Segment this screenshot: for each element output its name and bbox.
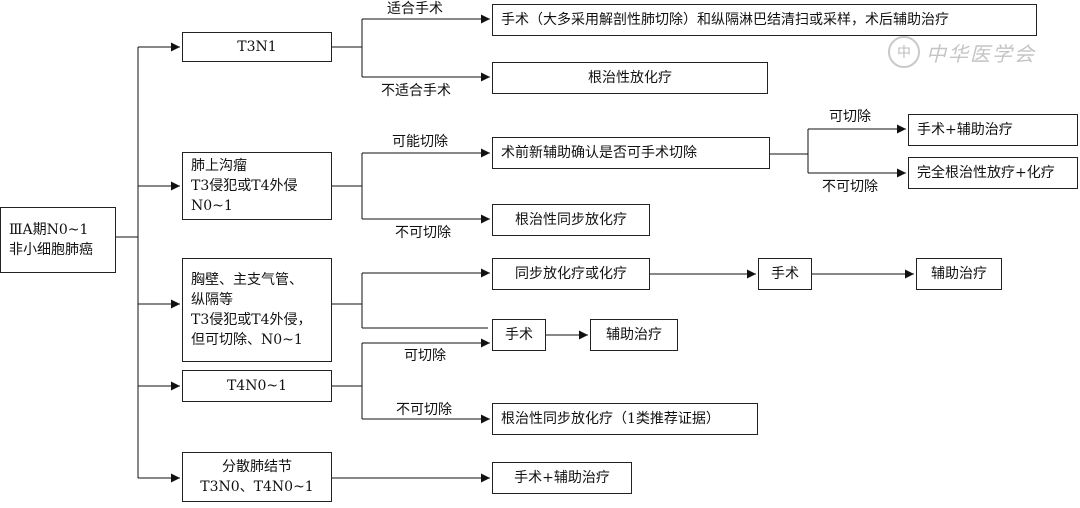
adjuvant-b-box: 辅助治疗	[590, 319, 678, 351]
chest-wall-line-4: 但可切除、N0~1	[191, 332, 303, 348]
t3n1-surgery-box: 手术（大多采用解剖性肺切除）和纵隔淋巴结清扫或采样，术后辅助治疗	[492, 4, 1037, 36]
surgery-adjuvant-1-box: 手术+辅助治疗	[908, 114, 1078, 146]
adjuvant-a-box: 辅助治疗	[916, 258, 1002, 290]
label-not-suitable: 不适合手术	[381, 83, 451, 99]
label-not-resectable-2: 不可切除	[822, 179, 878, 195]
scattered-box: 分散肺结节 T3N0、T4N0~1	[182, 452, 332, 502]
label-resectable-2: 可切除	[404, 348, 446, 364]
surgery-b-box: 手术	[492, 319, 546, 351]
root-line-2: 非小细胞肺癌	[9, 242, 93, 258]
concurrent-box: 同步放化疗或化疗	[492, 258, 650, 290]
label-not-resectable-3: 不可切除	[396, 402, 452, 418]
seal-icon: 中	[888, 36, 920, 68]
pancoast-line-2: T3侵犯或T4外侵	[191, 178, 298, 194]
chest-wall-line-2: 纵隔等	[191, 292, 233, 308]
pancoast-line-3: N0~1	[191, 198, 233, 214]
chest-wall-box: 胸壁、主支气管、 纵隔等 T3侵犯或T4外侵， 但可切除、N0~1	[182, 258, 332, 362]
label-possible-resect: 可能切除	[392, 134, 448, 150]
pancoast-chemorad-box: 根治性同步放化疗	[492, 204, 650, 236]
pancoast-box: 肺上沟瘤 T3侵犯或T4外侵 N0~1	[182, 152, 332, 220]
t3n1-box: T3N1	[182, 32, 332, 62]
root-line-1: ⅢA期N0~1	[9, 222, 89, 238]
t4n0-box: T4N0~1	[182, 370, 332, 402]
chest-wall-line-1: 胸壁、主支气管、	[191, 272, 303, 288]
scattered-line-2: T3N0、T4N0~1	[200, 479, 314, 495]
label-not-resectable-1: 不可切除	[395, 225, 451, 241]
t4n0-chemorad-box: 根治性同步放化疗（1类推荐证据）	[492, 403, 758, 435]
watermark-text: 中华医学会	[926, 41, 1036, 66]
scattered-line-1: 分散肺结节	[222, 459, 292, 475]
scattered-surgery-box: 手术+辅助治疗	[492, 462, 632, 494]
root-box: ⅢA期N0~1 非小细胞肺癌	[0, 207, 116, 273]
complete-radical-box: 完全根治性放疗+化疗	[908, 157, 1078, 189]
watermark: 中 中华医学会	[888, 36, 1036, 68]
t3n1-radical-box: 根治性放化疗	[492, 62, 768, 94]
neoadjuvant-box: 术前新辅助确认是否可手术切除	[492, 137, 770, 169]
label-suitable: 适合手术	[387, 1, 443, 17]
surgery-a-box: 手术	[758, 258, 812, 290]
chest-wall-line-3: T3侵犯或T4外侵，	[191, 312, 312, 328]
label-resectable-1: 可切除	[829, 109, 871, 125]
pancoast-line-1: 肺上沟瘤	[191, 158, 247, 174]
